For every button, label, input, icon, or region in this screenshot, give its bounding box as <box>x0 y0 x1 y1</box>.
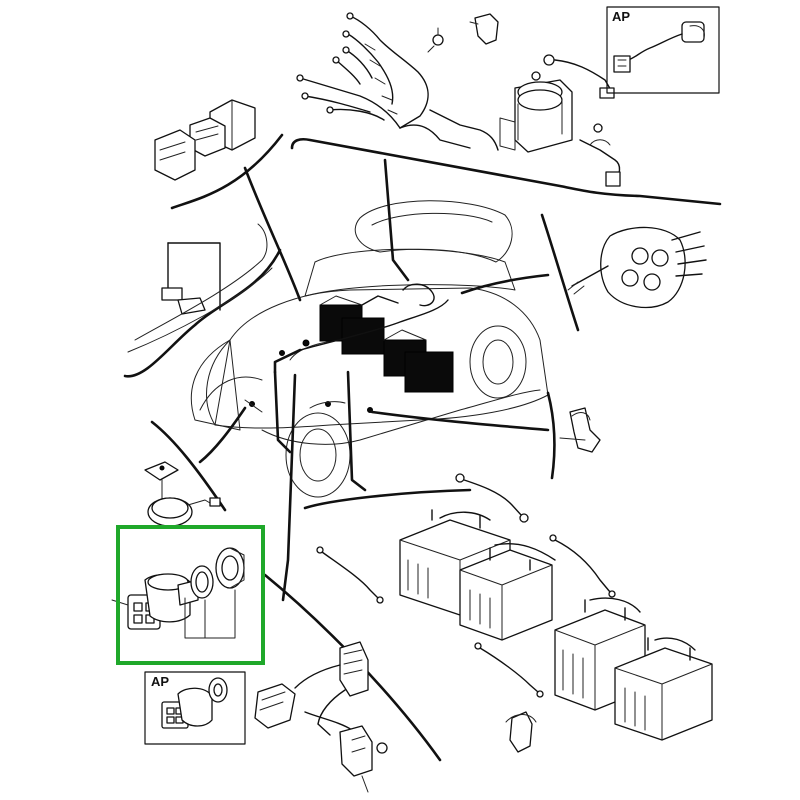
vehicle-battery-pack <box>319 295 454 393</box>
main-switch-assembly <box>111 547 245 639</box>
solenoid-relay <box>499 54 621 187</box>
golf-cart-outline <box>190 200 549 498</box>
wire-clip <box>559 407 601 453</box>
ap-box-bottom <box>144 671 246 745</box>
ap-box-top <box>606 6 720 94</box>
horn-assembly <box>144 461 221 527</box>
highlight-box <box>116 525 265 665</box>
forward-reverse-harness <box>254 641 388 793</box>
leader-lines <box>123 133 722 762</box>
dash-panel-part <box>127 223 273 353</box>
vehicle-harness <box>244 283 449 413</box>
battery-set <box>316 473 713 753</box>
motor-connector <box>567 226 707 309</box>
charger-receptacle <box>154 99 256 181</box>
ap-label-top: AP <box>612 9 631 24</box>
main-wire-harness <box>296 12 499 151</box>
ap-label-bottom: AP <box>151 674 170 689</box>
